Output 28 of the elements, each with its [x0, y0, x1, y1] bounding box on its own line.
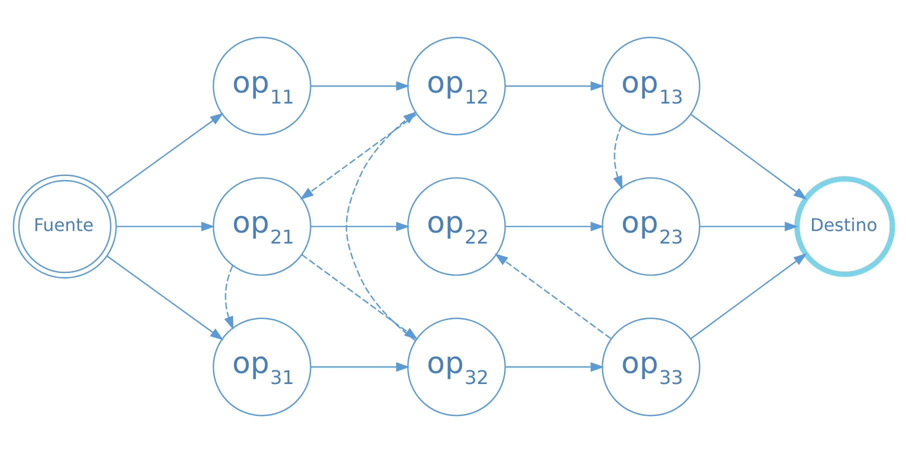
arrow [224, 265, 234, 330]
node-circle: op$_{31}$ [212, 318, 312, 416]
arrow [116, 222, 215, 232]
arrow [690, 253, 808, 340]
node-circle: op$_{22}$ [407, 177, 506, 276]
arrow [700, 222, 798, 232]
arrow [310, 362, 410, 372]
node-circle: op$_{11}$ [212, 36, 312, 136]
arrow [690, 114, 808, 200]
arrow [300, 114, 417, 200]
node-circle: op$_{32}$ [407, 318, 506, 416]
node-circle: op$_{33}$ [602, 318, 700, 416]
arrow [106, 255, 224, 340]
node-circle: op$_{13}$ [602, 36, 700, 136]
arrow [106, 112, 224, 198]
node-circle: op$_{21}$ [212, 177, 312, 276]
arrow [613, 125, 622, 190]
arrow [310, 222, 410, 232]
node-circle: op$_{12}$ [407, 36, 506, 136]
arrow [310, 81, 410, 91]
arrow [346, 111, 417, 341]
arrow [505, 81, 604, 91]
node-circle: op$_{23}$ [602, 177, 700, 276]
node-circle: Fuente [12, 174, 117, 278]
arrow [301, 254, 418, 340]
arrow [494, 253, 612, 339]
arrow [505, 222, 604, 232]
arrow [505, 362, 604, 372]
